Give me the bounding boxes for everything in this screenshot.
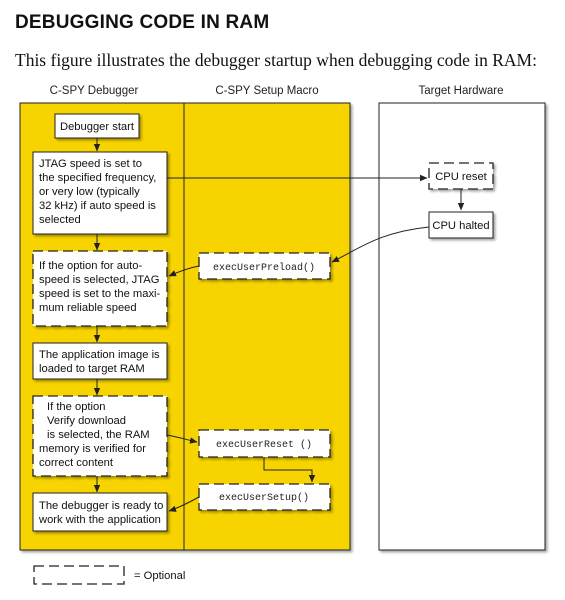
svg-text:Debugger start: Debugger start bbox=[60, 121, 135, 133]
svg-text:CPU halted: CPU halted bbox=[432, 220, 489, 232]
box-load-image: The application image is loaded to targe… bbox=[32, 342, 168, 380]
box-auto-speed-optional: If the option for auto- speed is selecte… bbox=[32, 250, 168, 327]
macro-exec-user-preload: execUserPreload() bbox=[198, 252, 331, 280]
box-verify-optional: If the option Verify download is selecte… bbox=[32, 395, 168, 477]
box-cpu-reset: CPU reset bbox=[428, 162, 494, 190]
box-debugger-ready: The debugger is ready to work with the a… bbox=[32, 492, 168, 532]
lane-title-hardware: Target Hardware bbox=[418, 85, 503, 97]
intro-text: This figure illustrates the debugger sta… bbox=[15, 50, 537, 70]
lane-title-debugger: C-SPY Debugger bbox=[50, 85, 139, 97]
box-debugger-start: Debugger start bbox=[54, 113, 140, 139]
svg-text:If the option for auto-: If the option for auto- speed is selecte… bbox=[39, 260, 163, 314]
svg-text:JTAG speed is set to the: JTAG speed is set to the specified frequ… bbox=[39, 158, 159, 226]
svg-text:execUserSetup(): execUserSetup() bbox=[219, 492, 309, 504]
svg-text:execUserPreload(): execUserPreload() bbox=[213, 262, 315, 274]
svg-text:execUserReset (): execUserReset () bbox=[216, 439, 312, 451]
cross-lane-arrows bbox=[166, 174, 465, 512]
svg-text:If the option Verify dow: If the option Verify download is selecte… bbox=[39, 401, 153, 469]
svg-text:The debugger is ready to: The debugger is ready to work with the a… bbox=[38, 500, 167, 526]
page-heading: DEBUGGING CODE IN RAM bbox=[15, 12, 270, 33]
svg-text:CPU reset: CPU reset bbox=[435, 171, 487, 183]
lane-title-macro: C-SPY Setup Macro bbox=[215, 85, 318, 97]
svg-text:The application image is: The application image is loaded to targe… bbox=[39, 349, 163, 375]
box-jtag-speed: JTAG speed is set to the specified frequ… bbox=[32, 151, 168, 235]
box-cpu-halted: CPU halted bbox=[428, 211, 494, 239]
macro-exec-user-reset: execUserReset () bbox=[198, 429, 331, 458]
svg-text:= Optional: = Optional bbox=[134, 570, 185, 582]
legend-optional: = Optional bbox=[33, 565, 185, 585]
macro-exec-user-setup: execUserSetup() bbox=[198, 483, 331, 511]
